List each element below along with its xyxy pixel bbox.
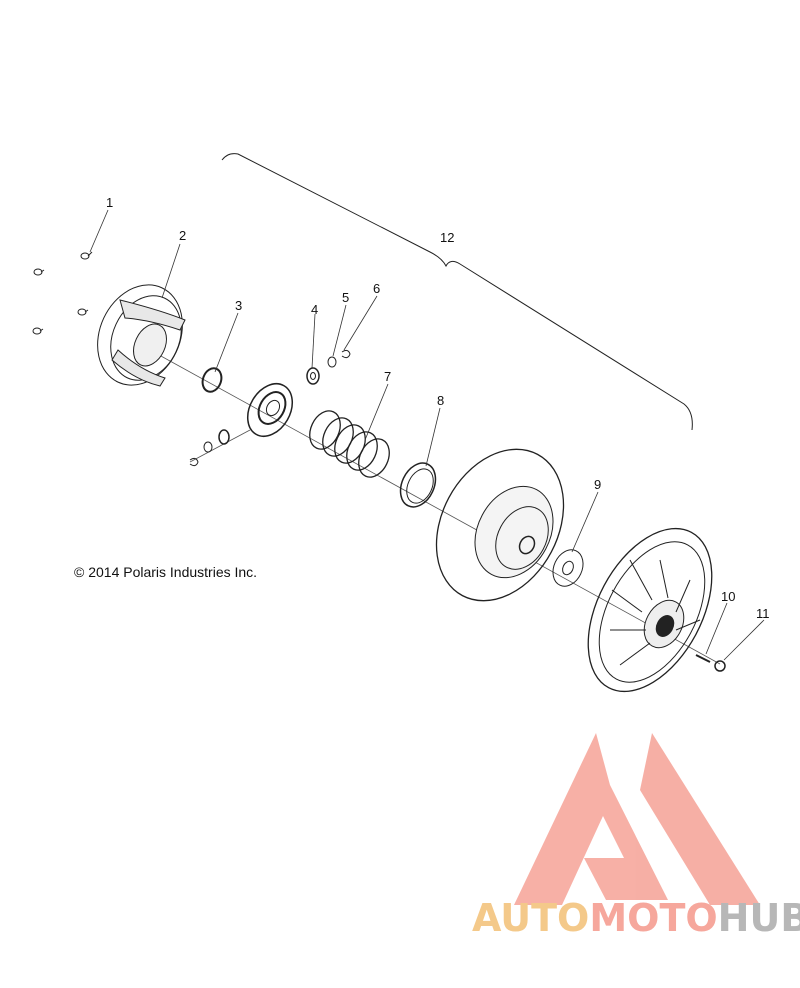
hub-part [246,383,294,437]
washer-part-lower [203,441,213,453]
callout-5: 5 [342,290,349,305]
bushing-part-lower [218,429,230,445]
screw-part [32,327,44,335]
brand-auto: AUTO [472,896,590,940]
brand-hub: HUB [717,896,800,940]
clip-part-lower [189,457,199,467]
ring-part [399,462,437,508]
spring-part [309,410,390,478]
finned-sheave-part [587,527,713,693]
brand-moto: MOTO [589,896,718,940]
watermark-brand: AUTOMOTOHUB [472,896,800,940]
bolt-part [695,654,711,663]
assembly-bracket [221,153,693,431]
callout-6: 6 [373,281,380,296]
callout-8: 8 [437,393,444,408]
copyright-text: © 2014 Polaris Industries Inc. [74,564,258,580]
snap-ring-part [201,367,223,393]
screw-part [77,308,89,316]
bushing-part [306,367,320,385]
screw-part [33,268,45,276]
center-axis [149,349,721,665]
callout-4: 4 [311,302,318,317]
nut-part [714,660,726,672]
leader-lines [89,209,765,661]
callout-10: 10 [721,589,735,604]
screw-part [80,251,93,260]
clip-part [341,349,351,359]
watermark-logo [514,733,760,905]
callout-7: 7 [384,369,391,384]
sheave-part [435,448,565,602]
callout-3: 3 [235,298,242,313]
callout-2: 2 [179,228,186,243]
large-washer-part [552,549,584,587]
callout-12: 12 [440,230,454,245]
callout-9: 9 [594,477,601,492]
callout-11: 11 [756,606,770,621]
washer-part [327,356,337,368]
callout-1: 1 [106,195,113,210]
center-axis-lower [189,429,251,463]
cover-part [97,284,186,387]
